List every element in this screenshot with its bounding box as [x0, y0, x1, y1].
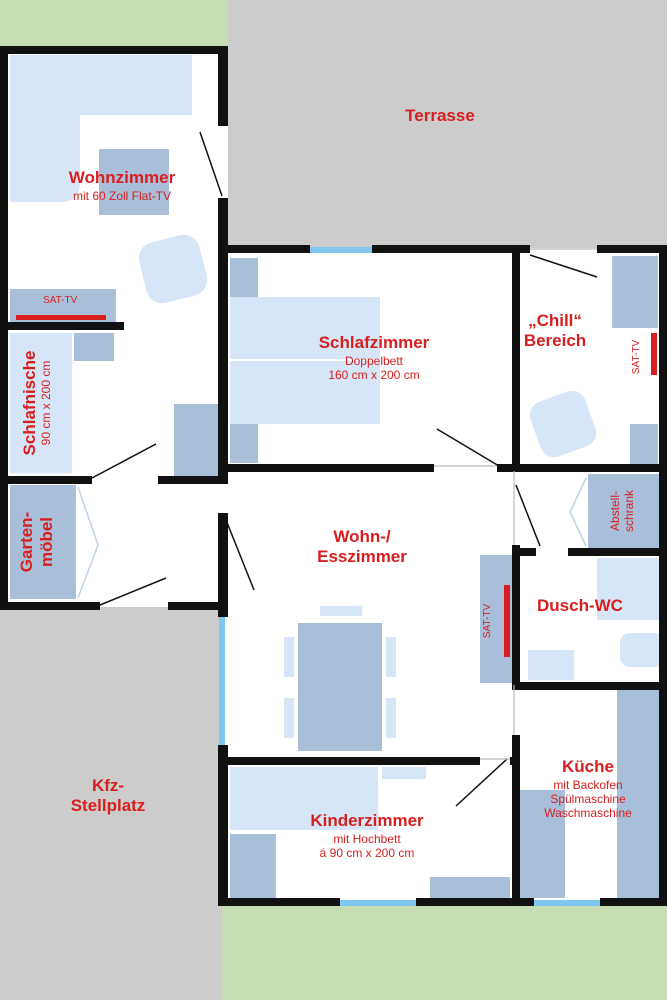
parking-label: Kfz- Stellplatz	[48, 776, 168, 817]
garden-furniture-box	[10, 485, 76, 599]
shower-wc-label: Dusch-WC	[520, 596, 640, 617]
doors	[91, 131, 598, 807]
window-dining-left	[219, 617, 225, 745]
living-room-name: Wohnzimmer	[68, 168, 176, 187]
storage-door-swing	[569, 477, 587, 547]
storage-label: Abstell- schrank	[608, 471, 639, 551]
grass-bottom	[222, 905, 667, 1000]
storage-cabinet	[588, 474, 660, 548]
chair-right-1	[386, 637, 396, 677]
grass-top-left	[0, 0, 228, 46]
niche-bed	[10, 333, 72, 473]
chill-area-line2: Bereich	[523, 331, 587, 351]
window-bedroom-top	[310, 247, 372, 253]
sofa-corner	[10, 55, 192, 202]
niche-pillow	[74, 333, 114, 361]
kitchen-counter-left	[520, 790, 565, 898]
kitchen-counter-right	[617, 690, 660, 898]
kitchen-detail2: Spülmaschine	[550, 792, 626, 807]
parking-label-line1: Kfz-	[91, 776, 125, 795]
chair-left-2	[284, 698, 294, 738]
garden-furniture-label: Garten- möbel	[17, 492, 57, 592]
shower-tray	[597, 558, 660, 620]
sleeping-niche-name: Schlafnische	[20, 350, 39, 456]
terrace-label: Terrasse	[405, 106, 475, 125]
sleeping-niche-label: Schlafnische 90 cm x 200 cm	[20, 333, 60, 473]
armchair	[138, 234, 208, 304]
kids-room-detail1: mit Hochbett	[333, 831, 401, 846]
living-room-label: Wohnzimmer mit 60 Zoll Flat-TV	[32, 168, 212, 203]
dining-room-tv-label: SAT-TV	[482, 603, 493, 639]
dining-room-label: Wohn-/ Esszimmer	[282, 527, 442, 567]
living-room-tv-label: SAT-TV	[43, 295, 78, 306]
tv-bar-dining	[504, 585, 510, 657]
storage-line1: Abstell-	[608, 491, 622, 532]
bedroom-detail1: Doppelbett	[344, 353, 404, 368]
chill-area-tv-label: SAT-TV	[631, 339, 642, 375]
kitchen-name: Küche	[562, 757, 614, 776]
washbasin	[528, 650, 574, 680]
bunk-bed	[230, 767, 378, 830]
door-frames	[434, 248, 597, 760]
kitchen-label: Küche mit Backofen Spülmaschine Waschmas…	[522, 757, 654, 820]
kids-room-detail2: á 90 cm x 200 cm	[319, 846, 415, 861]
parking-area	[0, 607, 222, 1000]
kids-desk	[230, 834, 276, 898]
terrace-area	[228, 0, 667, 248]
niche-wardrobe	[174, 404, 218, 476]
chair-right-2	[386, 698, 396, 738]
kids-room-label: Kinderzimmer mit Hochbett á 90 cm x 200 …	[287, 811, 447, 860]
chair-left-1	[284, 637, 294, 677]
coffee-table	[99, 149, 169, 215]
kitchen-detail1: mit Backofen	[553, 777, 623, 792]
chill-area-line1: „Chill“	[528, 311, 582, 330]
window-kitchen-bottom	[534, 900, 600, 906]
parking-label-line2: Stellplatz	[70, 796, 146, 816]
garden-furniture-line2: möbel	[36, 516, 56, 568]
kids-shelf	[382, 767, 426, 779]
dining-table	[298, 623, 382, 751]
kids-room-name: Kinderzimmer	[310, 811, 424, 830]
bedroom-label: Schlafzimmer Doppelbett 160 cm x 200 cm	[284, 333, 464, 382]
shower-wc-name: Dusch-WC	[537, 596, 623, 615]
dining-room-line2: Esszimmer	[317, 547, 407, 567]
bedroom-name: Schlafzimmer	[318, 333, 430, 352]
nightstand-bottom	[230, 424, 258, 463]
nightstand-top	[230, 258, 258, 297]
living-room-detail: mit 60 Zoll Flat-TV	[72, 188, 171, 203]
sleeping-niche-detail: 90 cm x 200 cm	[38, 360, 53, 446]
storage-line2: schrank	[621, 489, 636, 533]
bedroom-detail2: 160 cm x 200 cm	[328, 368, 420, 383]
walls	[0, 46, 667, 906]
chill-area-label: „Chill“ Bereich	[510, 311, 600, 351]
tv-bar-chill	[651, 333, 657, 375]
chill-armchair	[529, 390, 597, 458]
tv-bar-living	[16, 315, 106, 320]
window-kids-bottom	[340, 900, 416, 906]
kitchen-detail3: Waschmaschine	[544, 806, 632, 821]
dining-room-line1: Wohn-/	[333, 527, 391, 546]
toilet	[620, 633, 664, 667]
chill-cabinet	[612, 256, 658, 328]
chair-top	[320, 606, 362, 616]
chill-stool	[630, 424, 658, 464]
garden-door-swing	[77, 486, 99, 599]
kids-bench	[430, 877, 510, 898]
garden-furniture-line1: Garten-	[17, 511, 36, 573]
